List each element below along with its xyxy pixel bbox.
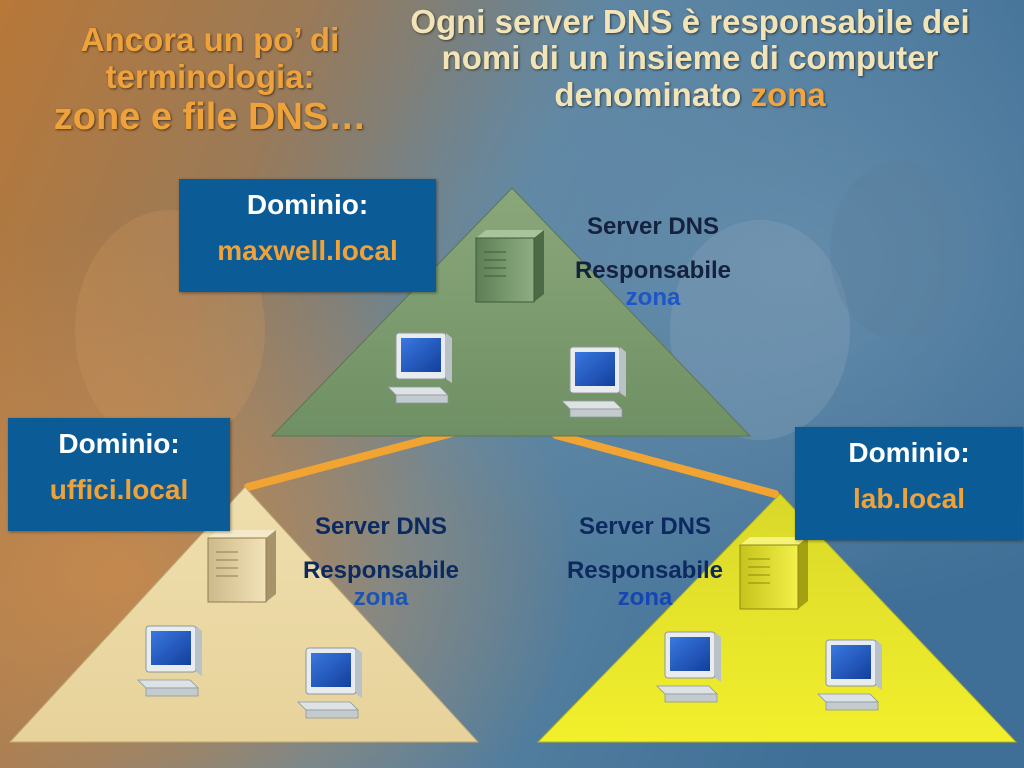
subtitle-highlight: zona: [750, 75, 826, 113]
zone-lab: [536, 493, 1018, 743]
server-label-title: Server DNS: [314, 513, 448, 540]
server-icon: [739, 537, 808, 610]
computer-icon: [297, 647, 362, 719]
server-icon: [475, 230, 544, 303]
domain-box-lab: Dominio: lab.local: [795, 427, 1023, 540]
server-label-lab: Server DNS Responsabile zona: [540, 513, 750, 612]
computer-icon: [137, 625, 202, 697]
computer-icon: [656, 631, 721, 703]
server-label-maxwell: Server DNS Responsabile zona: [548, 213, 758, 312]
computer-icon: [561, 346, 626, 418]
zone-maxwell: [270, 187, 752, 437]
computer-icon: [387, 332, 452, 404]
domain-label: Dominio:: [58, 428, 180, 459]
slide-title: Ancora un po’ di terminologia: zone e fi…: [10, 21, 410, 138]
server-label-zone: zona: [617, 584, 673, 612]
server-label-role: Responsabile: [574, 256, 732, 284]
server-icon: [207, 530, 276, 603]
title-line-1: Ancora un po’ di terminologia:: [80, 21, 340, 95]
domain-name: uffici.local: [49, 474, 189, 505]
server-label-zone: zona: [625, 284, 681, 312]
server-label-title: Server DNS: [578, 513, 712, 540]
domain-name: maxwell.local: [217, 235, 398, 266]
server-label-title: Server DNS: [586, 213, 720, 240]
subtitle-text: Ogni server DNS è responsabile dei nomi …: [410, 3, 970, 113]
server-label-zone: zona: [353, 584, 409, 612]
computer-icon: [817, 639, 882, 711]
server-label-uffici: Server DNS Responsabile zona: [276, 513, 486, 612]
domain-box-uffici: Dominio: uffici.local: [8, 418, 230, 531]
connector-right: [552, 431, 779, 498]
title-line-2: zone e file DNS…: [53, 95, 367, 138]
server-label-role: Responsabile: [302, 556, 460, 584]
connector-left: [244, 429, 456, 491]
domain-name: lab.local: [852, 483, 966, 514]
domain-label: Dominio:: [246, 189, 369, 220]
domain-label: Dominio:: [848, 437, 970, 468]
domain-box-maxwell: Dominio: maxwell.local: [179, 179, 436, 292]
slide-subtitle: Ogni server DNS è responsabile dei nomi …: [410, 3, 970, 113]
server-label-role: Responsabile: [566, 556, 724, 584]
